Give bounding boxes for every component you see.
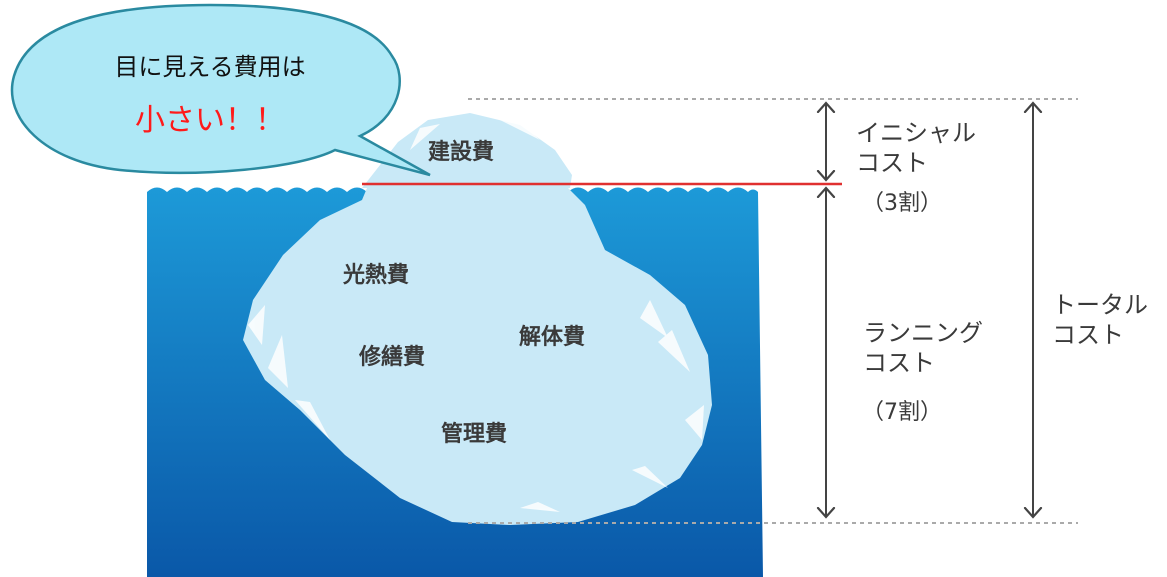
ice-highlights	[248, 118, 704, 512]
running-cost-ratio: （7割）	[862, 400, 942, 425]
label-management-cost: 管理費	[441, 422, 508, 447]
label-utility-cost: 光熱費	[343, 263, 410, 288]
label-demolition-cost: 解体費	[519, 325, 586, 350]
bubble-text-line2: 小さい！！	[135, 103, 285, 138]
running-cost-label: ランニング コスト	[863, 319, 983, 377]
iceberg-underwater	[243, 188, 712, 525]
total-cost-label: トータル コスト	[1052, 291, 1148, 349]
initial-cost-label: イニシャル コスト	[856, 119, 976, 177]
speech-bubble	[10, 3, 431, 177]
label-repair-cost: 修繕費	[359, 345, 426, 370]
initial-cost-ratio: （3割）	[862, 191, 942, 216]
label-construction-cost: 建設費	[428, 140, 495, 165]
bubble-text-line1: 目に見える費用は	[114, 53, 306, 81]
